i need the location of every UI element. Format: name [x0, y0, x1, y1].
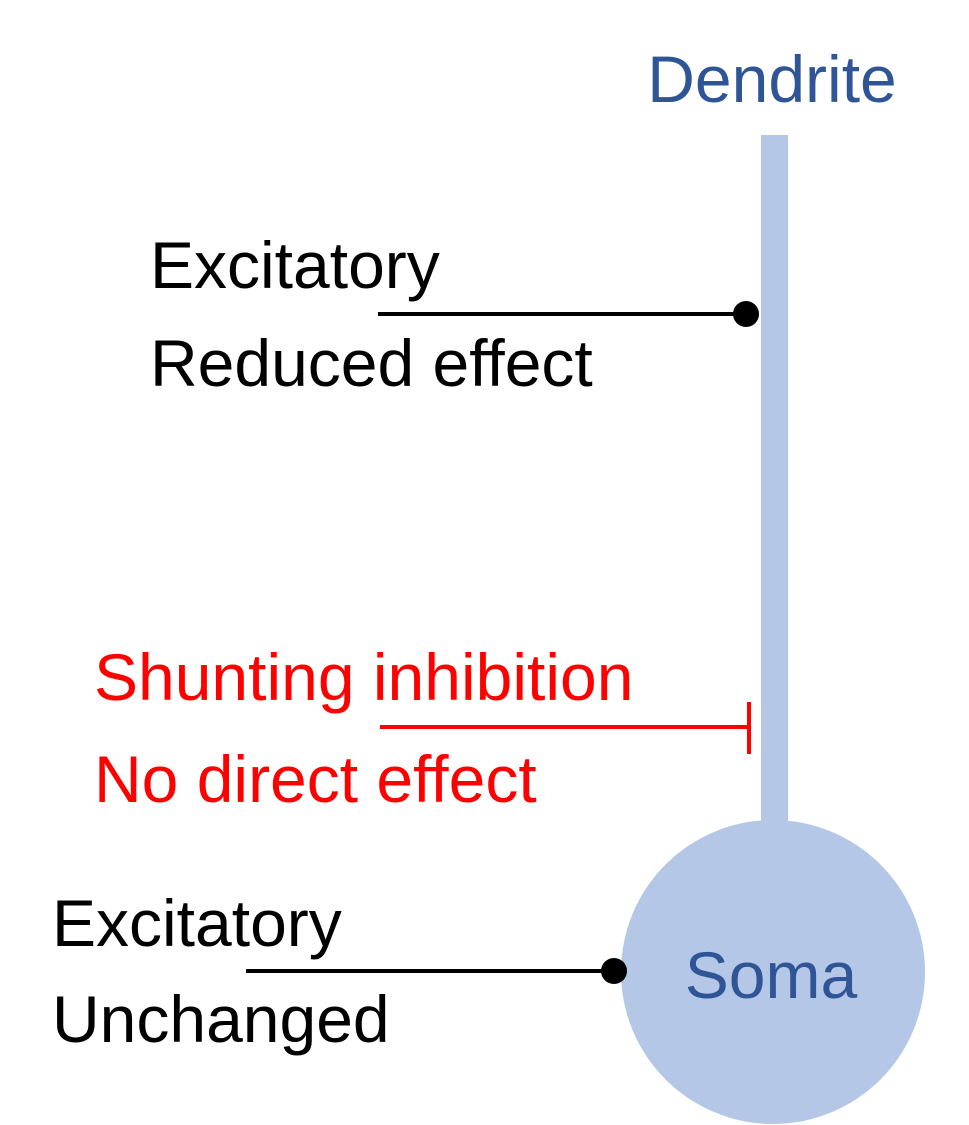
dendritic-excitatory-effect-label: Reduced effect [150, 326, 593, 400]
shunting-inhibitory-synapse: Shunting inhibition No direct effect [94, 640, 751, 816]
dendritic-excitatory-type-label: Excitatory [150, 228, 440, 302]
dendrite-label: Dendrite [647, 42, 896, 116]
excitatory-terminal-dot [733, 301, 759, 327]
excitatory-terminal-dot [601, 958, 627, 984]
soma-circle [621, 820, 925, 1124]
dendritic-excitatory-synapse: Excitatory Reduced effect [150, 228, 759, 400]
soma-label: Soma [685, 938, 858, 1012]
somatic-excitatory-effect-label: Unchanged [52, 982, 390, 1056]
somatic-excitatory-type-label: Excitatory [52, 886, 342, 960]
somatic-excitatory-synapse: Excitatory Unchanged [52, 886, 627, 1056]
shunting-inhibitory-type-label: Shunting inhibition [94, 640, 633, 714]
dendrite-shaft [761, 135, 788, 835]
shunting-inhibitory-effect-label: No direct effect [94, 742, 537, 816]
